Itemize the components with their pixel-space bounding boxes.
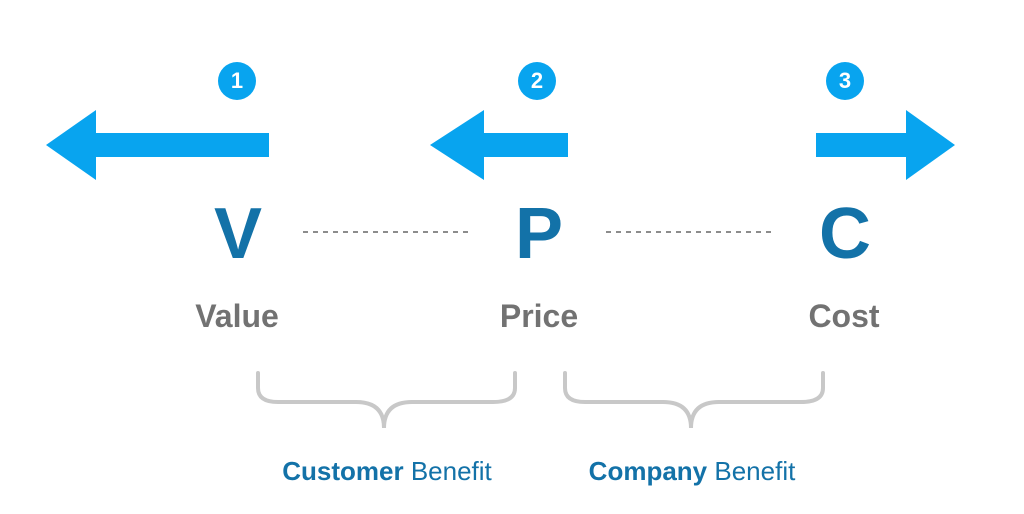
company-benefit-light: Benefit bbox=[714, 456, 796, 486]
customer-benefit-label: Customer Benefit bbox=[237, 455, 537, 487]
step-badge-3: 3 bbox=[826, 62, 864, 100]
brace-customer-benefit bbox=[256, 371, 517, 429]
label-price: Price bbox=[499, 298, 579, 334]
brace-company-benefit bbox=[563, 371, 825, 429]
customer-benefit-light: Benefit bbox=[410, 456, 492, 486]
step-badge-1: 1 bbox=[218, 62, 256, 100]
letter-price: P bbox=[514, 194, 564, 274]
arrow-left-icon bbox=[430, 110, 568, 180]
letter-cost: C bbox=[819, 194, 871, 274]
label-cost: Cost bbox=[808, 298, 880, 334]
company-benefit-label: Company Benefit bbox=[542, 455, 842, 487]
customer-benefit-strong: Customer bbox=[282, 456, 404, 486]
arrow-left-icon bbox=[46, 110, 269, 180]
step-badge-2: 2 bbox=[518, 62, 556, 100]
company-benefit-strong: Company bbox=[588, 456, 708, 486]
letter-value: V bbox=[213, 194, 263, 274]
label-value: Value bbox=[195, 298, 279, 334]
arrow-right-icon bbox=[816, 110, 955, 180]
